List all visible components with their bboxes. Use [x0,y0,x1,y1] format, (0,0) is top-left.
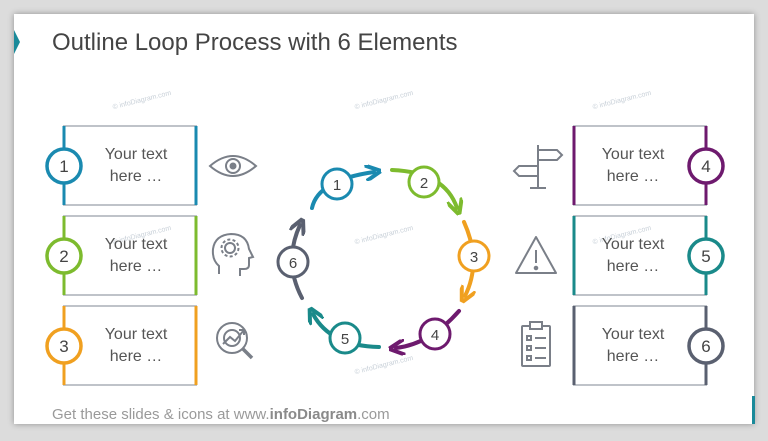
svg-text:1: 1 [333,177,341,194]
slide [14,14,754,424]
right-box-4: 4 [572,125,725,206]
left-box-3: 3 [45,305,198,386]
loop-node-4: 4 [418,317,452,351]
text-line-1: Your text [104,326,168,343]
left-box-2-text[interactable]: Your text here … [86,234,186,278]
loop-node-2: 2 [407,165,441,199]
text-line-1: Your text [601,236,665,253]
checklist-icon [521,321,551,367]
right-box-5-text[interactable]: Your text here … [583,234,683,278]
right-box-5: 5 [572,215,725,296]
signpost-icon [512,145,564,189]
left-box-2: 2 [45,215,198,296]
footer-brand: infoDiagram [269,406,358,423]
text-line-2: here … [109,258,163,275]
svg-text:6: 6 [289,255,297,272]
text-line-2: here … [606,348,660,365]
loop-node-5: 5 [328,321,362,355]
loop-node-1: 1 [320,167,354,201]
footer-link[interactable]: Get these slides & icons at www.infoDiag… [52,406,390,423]
right-number-6: 6 [701,337,710,356]
left-box-1: 1 [45,125,198,206]
right-box-6: 6 [572,305,725,386]
right-number-5: 5 [701,247,710,266]
left-box-3-text[interactable]: Your text here … [86,324,186,368]
loop-node-6: 6 [276,245,310,279]
text-line-1: Your text [104,236,168,253]
warning-icon [515,236,557,274]
text-line-1: Your text [601,326,665,343]
slide-title: Outline Loop Process with 6 Elements [52,29,458,56]
text-line-2: here … [606,258,660,275]
svg-text:5: 5 [341,331,349,348]
svg-text:3: 3 [470,249,478,266]
text-line-1: Your text [104,146,168,163]
svg-text:4: 4 [431,327,439,344]
right-number-4: 4 [701,157,710,176]
left-box-1-text[interactable]: Your text here … [86,144,186,188]
text-line-1: Your text [601,146,665,163]
right-box-6-text[interactable]: Your text here … [583,324,683,368]
left-number-1: 1 [59,157,68,176]
head-gear-icon [211,232,255,276]
title-marker [14,30,20,54]
svg-text:2: 2 [420,175,428,192]
footer-suffix: .com [357,406,390,423]
text-line-2: here … [109,168,163,185]
text-line-2: here … [109,348,163,365]
loop-node-3: 3 [457,239,491,273]
target-magnifier-icon [216,322,254,360]
right-box-4-text[interactable]: Your text here … [583,144,683,188]
eye-icon [208,155,258,177]
text-line-2: here … [606,168,660,185]
corner-accent [752,396,755,424]
left-number-3: 3 [59,337,68,356]
left-number-2: 2 [59,247,68,266]
footer-prefix: Get these slides & icons at www. [52,406,270,423]
